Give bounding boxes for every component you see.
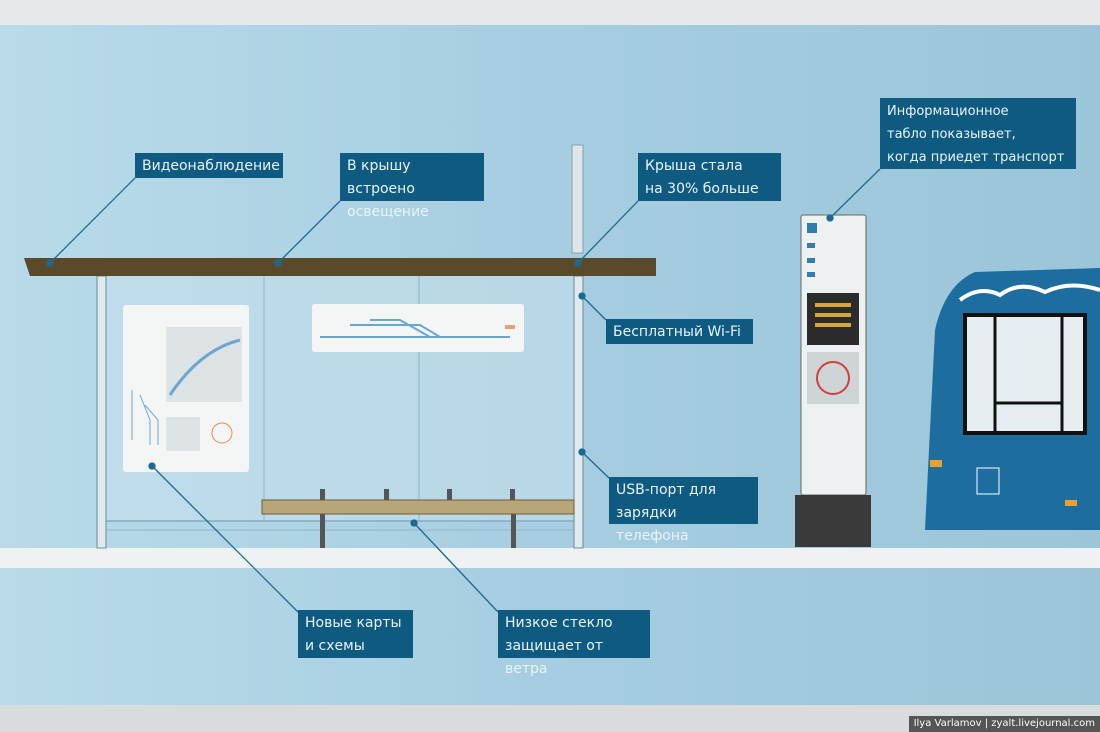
top-strip bbox=[0, 0, 1100, 25]
photo-credit: Ilya Varlamov | zyalt.livejournal.com bbox=[908, 716, 1100, 732]
post-right bbox=[573, 275, 584, 549]
label-wifi: Бесплатный Wi-Fi bbox=[606, 319, 753, 344]
label-cctv: Видеонаблюдение bbox=[135, 153, 283, 178]
label-maps: Новые карты и схемы bbox=[298, 610, 413, 658]
route-scheme bbox=[312, 304, 524, 352]
bench bbox=[261, 499, 575, 515]
ground-strip bbox=[0, 548, 1100, 568]
roof bbox=[24, 258, 656, 276]
label-lighting: В крышу встроено освещение bbox=[340, 153, 484, 220]
label-usb: USB-порт для зарядки телефона bbox=[609, 477, 758, 544]
leader-lines bbox=[46, 168, 881, 613]
label-info-board: Информационное табло показывает, когда п… bbox=[880, 98, 1076, 169]
pillar-base bbox=[795, 495, 871, 547]
label-roof: Крыша стала на 30% больше bbox=[638, 153, 781, 201]
roof-mast bbox=[571, 144, 584, 254]
post-left bbox=[96, 275, 107, 549]
label-glass: Низкое стекло защищает от ветра bbox=[498, 610, 650, 677]
